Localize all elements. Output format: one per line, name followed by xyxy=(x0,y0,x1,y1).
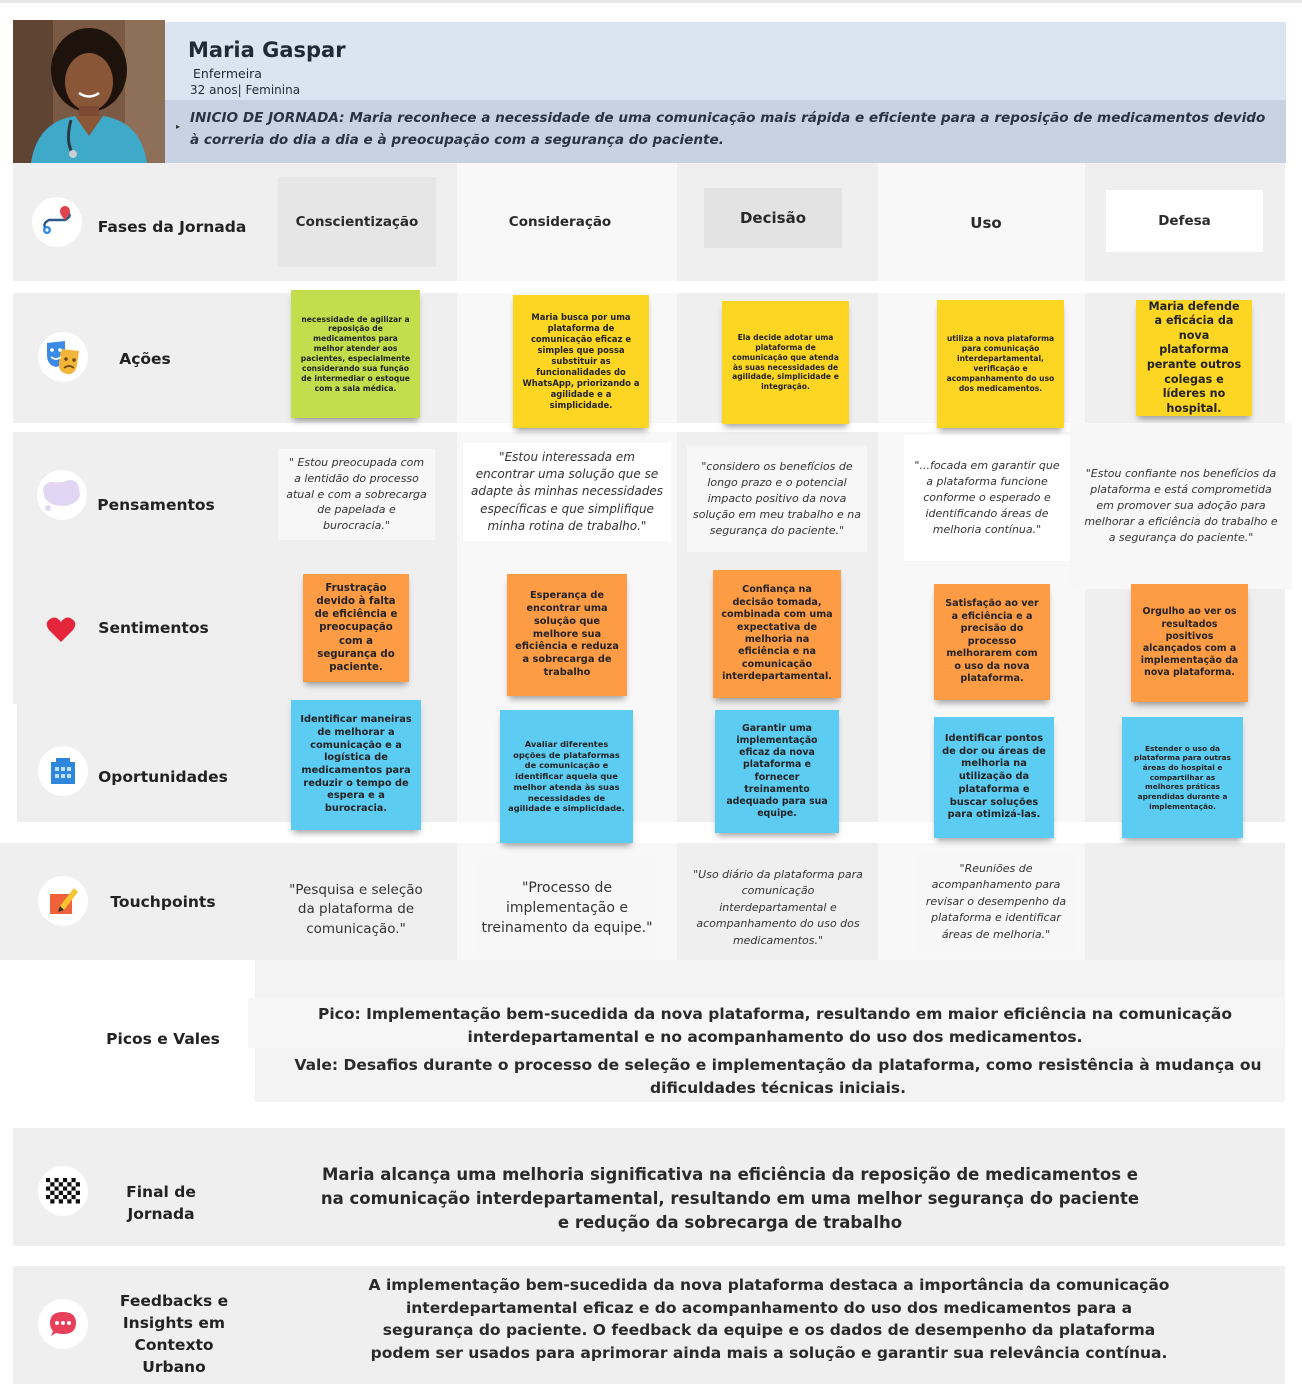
touchpoint-3: "Uso diário da plataforma para comunicaç… xyxy=(693,867,863,947)
persona-name: Maria Gaspar xyxy=(188,38,346,62)
row-label-peaks: Picos e Vales xyxy=(106,1030,220,1048)
sticky-opportunity-3: Garantir uma implementação eficaz da nov… xyxy=(715,710,839,833)
row-label-feelings: Sentimentos xyxy=(98,619,209,637)
peak-text: Pico: Implementação bem-sucedida da nova… xyxy=(317,1005,1233,1046)
phase-uso: Uso xyxy=(970,214,1002,232)
persona-role: Enfermeira xyxy=(193,66,262,81)
row-bg-feedback xyxy=(13,1266,1285,1384)
persona-header xyxy=(165,22,1286,100)
journey-start-banner xyxy=(165,100,1286,163)
thought-5: "Estou confiante nos benefícios da plata… xyxy=(1070,423,1292,589)
phase-conscientizacao: Conscientização xyxy=(278,177,436,267)
sticky-opportunity-2: Avaliar diferentes opções de plataformas… xyxy=(500,710,633,843)
theater-masks-icon xyxy=(38,332,88,382)
row-bg-end xyxy=(13,1128,1285,1246)
heart-icon xyxy=(36,605,86,655)
column-shade xyxy=(878,163,1085,960)
thought-4: "...focada em garantir que a plataforma … xyxy=(904,435,1070,561)
sticky-feeling-3: Confiança na decisão tomada, combinada c… xyxy=(713,570,841,698)
sticky-action-5: Maria defende a eficácia da nova platafo… xyxy=(1136,300,1252,416)
feedback-text: A implementação bem-sucedida da nova pla… xyxy=(368,1276,1170,1362)
journey-end-text: Maria alcança uma melhoria significativa… xyxy=(320,1165,1140,1232)
sticky-feeling-1: Frustração devido à falta de eficiência … xyxy=(303,574,409,682)
row-label-feedback: Feedbacks e Insights em Contexto Urbano xyxy=(119,1292,229,1376)
valley-text: Vale: Desafios durante o processo de sel… xyxy=(294,1056,1262,1097)
building-icon xyxy=(38,746,88,796)
thought-1: " Estou preocupada com a lentidão do pro… xyxy=(278,449,435,540)
row-label-opportunities: Oportunidades xyxy=(98,768,228,786)
triangle-bullet-icon: ▸ xyxy=(176,122,181,131)
sticky-opportunity-4: Identificar pontos de dor ou áreas de me… xyxy=(934,717,1054,838)
top-divider xyxy=(0,0,1302,3)
route-map-icon xyxy=(32,197,82,247)
sticky-action-3: Ela decide adotar uma plataforma de comu… xyxy=(722,301,849,424)
row-label-end: Final de Jornada xyxy=(126,1183,196,1223)
sticky-feeling-4: Satisfação ao ver a eficiência e a preci… xyxy=(934,584,1050,700)
row-label-thoughts: Pensamentos xyxy=(97,496,215,514)
row-label-actions: Ações xyxy=(119,350,171,368)
chat-bubble-icon xyxy=(38,1299,88,1349)
peak-panel xyxy=(248,998,1284,1048)
persona-photo xyxy=(13,20,165,163)
sticky-action-1: necessidade de agilizar a reposição de m… xyxy=(291,290,420,418)
sticky-opportunity-1: Identificar maneiras de melhorar a comun… xyxy=(291,700,421,830)
row-label-phases: Fases da Jornada xyxy=(97,218,247,236)
journey-start-text: INICIO DE JORNADA: Maria reconhece a nec… xyxy=(190,110,1266,148)
sticky-feeling-2: Esperança de encontrar uma solução que m… xyxy=(507,574,627,696)
persona-age-gender: 32 anos| Feminina xyxy=(190,83,301,97)
phase-defesa: Defesa xyxy=(1106,190,1263,252)
touchpoint-4: "Reuniões de acompanhamento para revisar… xyxy=(916,852,1076,952)
row-label-touchpoints: Touchpoints xyxy=(110,893,216,911)
pencil-note-icon xyxy=(38,876,88,926)
sticky-action-4: utiliza a nova plataforma para comunicaç… xyxy=(937,300,1064,428)
thought-cloud-icon xyxy=(37,470,87,520)
phase-decisao: Decisão xyxy=(704,188,842,248)
sticky-action-2: Maria busca por uma plataforma de comuni… xyxy=(513,295,649,428)
checkered-flag-icon xyxy=(38,1166,88,1216)
thought-3: "considero os benefícios de longo prazo … xyxy=(687,446,867,552)
touchpoint-1: "Pesquisa e seleção da plataforma de com… xyxy=(289,881,423,937)
thought-2: "Estou interessada em encontrar uma solu… xyxy=(463,443,671,541)
sticky-opportunity-5: Estender o uso da plataforma para outras… xyxy=(1122,717,1243,838)
phase-consideracao: Consideração xyxy=(508,214,612,230)
sticky-feeling-5: Orgulho ao ver os resultados positivos a… xyxy=(1131,584,1248,702)
touchpoint-2: "Processo de implementação e treinamento… xyxy=(478,858,656,958)
